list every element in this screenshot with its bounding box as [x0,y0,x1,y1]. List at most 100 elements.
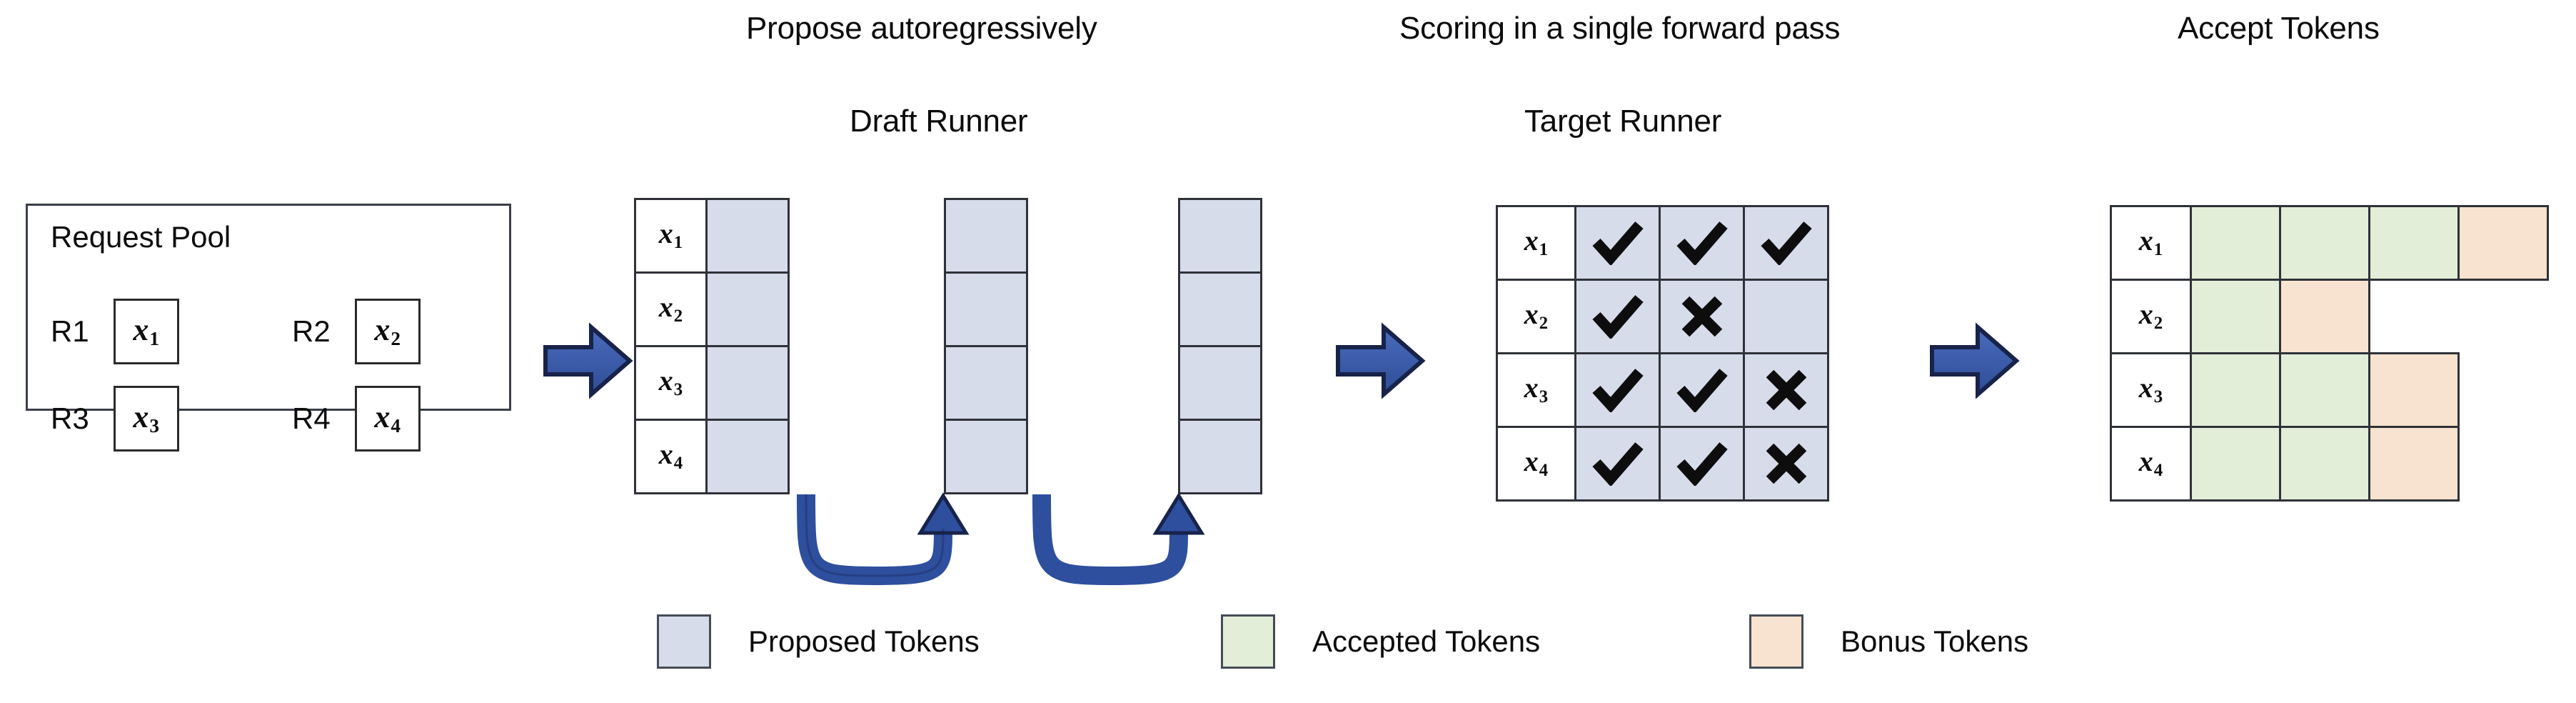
request-pool-title: Request Pool [51,220,231,254]
draft-cell-s3-r1[interactable] [1178,198,1262,274]
draft-runner-step1-grid: x1 x2 x3 x4 [634,198,790,494]
target-row-label-x1: x1 [1496,205,1576,281]
request-token-box-r3: x3 [113,386,179,452]
loop-arrow-step1-to-step2 [782,492,989,602]
accept-row-label-x3: x3 [2110,352,2192,428]
legend-label-bonus: Bonus Tokens [1841,624,2029,658]
accept-cell-r4-c3-bonus[interactable] [2368,426,2460,502]
legend-label-accepted: Accepted Tokens [1312,624,1541,658]
target-cell-r4-c2[interactable] [1659,426,1745,502]
legend-item-accepted: Accepted Tokens [1221,614,1540,669]
request-item-r3[interactable]: R3 x3 [51,386,179,452]
draft-cell-s3-r4[interactable] [1178,419,1262,494]
draft-cell-s2-r4[interactable] [944,419,1028,494]
legend-swatch-bonus [1749,614,1803,669]
loop-arrow-step2-to-step3 [1017,492,1224,602]
arrow-draft-to-target [1334,321,1427,400]
accept-cell-r4-empty-1 [2459,427,2548,501]
accept-tokens-grid: x1 x2 x3 [2110,205,2549,502]
cross-icon [1745,354,1827,426]
draft-cell-s2-r1[interactable] [944,198,1028,274]
accept-cell-r2-c2-bonus[interactable] [2279,279,2370,354]
check-icon [1661,354,1743,426]
request-item-r1[interactable]: R1 x1 [51,299,179,364]
accept-cell-r2-empty-1 [2370,280,2459,354]
legend-label-proposed: Proposed Tokens [748,624,980,658]
check-icon [1576,207,1659,279]
request-pool-panel: Request Pool R1 x1 R2 x2 R3 x3 R4 x4 [26,204,511,452]
accept-cell-r4-c1[interactable] [2190,426,2281,502]
target-row-2: x2 [1496,279,1829,354]
request-label-r2: R2 [292,314,331,348]
draft-row-4: x4 [634,419,790,494]
request-token-box-r1: x1 [113,299,179,364]
arrow-target-to-accept [1928,321,2021,400]
accept-row-4: x4 [2110,426,2548,502]
accept-row-2: x2 [2110,279,2548,354]
check-icon [1576,428,1659,499]
draft-row-3: x3 [634,345,790,421]
legend-swatch-proposed [657,614,711,669]
draft-section-heading: Propose autoregressively [746,11,1097,46]
token-x2: x2 [374,311,401,350]
target-cell-r4-c1[interactable] [1574,426,1661,502]
legend-item-proposed: Proposed Tokens [657,614,980,669]
arrow-pool-to-draft [541,321,634,400]
draft-cell-s1-r1[interactable] [705,198,790,274]
accept-section-heading: Accept Tokens [2178,11,2380,46]
draft-cell-s2-r2[interactable] [944,271,1028,347]
accept-cell-r3-empty-1 [2459,354,2548,427]
draft-cell-s3-r3[interactable] [1178,345,1262,421]
draft-cell-s1-r2[interactable] [705,271,790,347]
target-cell-r2-c2[interactable] [1659,279,1745,354]
target-runner-grid: x1 [1496,205,1829,502]
draft-runner-step3-grid [1178,198,1262,494]
accept-cell-r1-c1[interactable] [2190,205,2281,281]
accept-cell-r1-c3[interactable] [2368,205,2460,281]
accept-cell-r3-c3-bonus[interactable] [2368,352,2460,428]
accept-row-label-x4: x4 [2110,426,2192,502]
target-cell-r4-c3[interactable] [1743,426,1829,502]
request-label-r1: R1 [51,314,89,348]
legend: Proposed Tokens Accepted Tokens Bonus To… [0,609,2576,687]
target-cell-r3-c3[interactable] [1743,352,1829,428]
draft-cell-s1-r4[interactable] [705,419,790,494]
draft-row-label-x2: x2 [634,271,708,347]
token-x3: x3 [133,399,160,437]
accept-cell-r4-c2[interactable] [2279,426,2370,502]
check-icon [1576,281,1659,352]
accept-cell-r3-c1[interactable] [2190,352,2281,428]
target-cell-r3-c2[interactable] [1659,352,1745,428]
accept-cell-r1-c2[interactable] [2279,205,2370,281]
token-x4: x4 [374,399,401,437]
check-icon [1661,428,1743,499]
check-icon [1745,207,1827,279]
accept-cell-r3-c2[interactable] [2279,352,2370,428]
request-item-r2[interactable]: R2 x2 [292,299,421,364]
request-token-box-r4: x4 [354,386,421,452]
draft-row-label-x1: x1 [634,198,708,274]
target-cell-r3-c1[interactable] [1574,352,1661,428]
check-icon [1661,207,1743,279]
target-cell-r2-c3[interactable] [1743,279,1829,354]
draft-cell-s1-r3[interactable] [705,345,790,421]
cross-icon [1745,428,1827,499]
accept-row-1: x1 [2110,205,2549,281]
draft-row-2: x2 [634,271,790,347]
target-row-1: x1 [1496,205,1829,281]
draft-cell-s2-r3[interactable] [944,345,1028,421]
target-cell-r1-c1[interactable] [1574,205,1661,281]
target-cell-r1-c3[interactable] [1743,205,1829,281]
target-cell-r1-c2[interactable] [1659,205,1745,281]
request-item-r4[interactable]: R4 x4 [292,386,421,452]
legend-swatch-accepted [1221,614,1275,669]
token-x1: x1 [133,311,160,350]
draft-runner-step2-grid [944,198,1028,494]
draft-cell-s3-r2[interactable] [1178,271,1262,347]
check-icon [1576,354,1659,426]
target-cell-r2-c1[interactable] [1574,279,1661,354]
request-label-r3: R3 [51,402,89,435]
accept-cell-r2-c1[interactable] [2190,279,2281,354]
accept-cell-r1-c4-bonus[interactable] [2457,205,2549,281]
